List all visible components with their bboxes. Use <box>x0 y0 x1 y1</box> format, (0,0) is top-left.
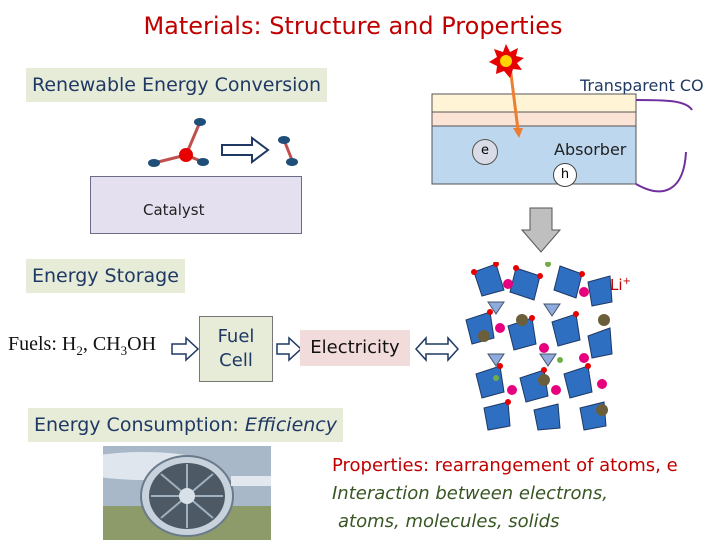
bottom-wire <box>635 151 687 193</box>
down-arrow-icon <box>520 207 562 253</box>
light-ray <box>508 65 520 131</box>
transparent-conductor-label: Transparent CO <box>580 76 704 95</box>
absorber-layer <box>431 125 637 185</box>
top-wire <box>635 99 693 111</box>
properties-text-line3: atoms, molecules, solids <box>338 511 560 532</box>
crystal-structure-image <box>465 262 613 431</box>
fuel-cell-line1: Fuel <box>217 326 255 347</box>
properties-lead: Properties: <box>332 455 430 476</box>
page-title: Materials: Structure and Properties <box>143 12 563 40</box>
right-arrow-icon <box>221 136 270 164</box>
transparent-conductor-layer <box>431 93 637 113</box>
cell-to-electricity-arrow-icon <box>276 336 303 362</box>
electron-symbol: e <box>472 139 498 165</box>
efficiency-label: Efficiency <box>244 414 337 436</box>
electricity-label: Electricity <box>300 330 410 366</box>
window-layer <box>431 111 637 127</box>
lithium-symbol: Li <box>610 276 623 294</box>
hole-symbol: h <box>553 163 577 187</box>
properties-text-line2: Interaction between electrons, <box>332 483 608 504</box>
product-molecule-icon <box>278 136 298 166</box>
fuel-cell-line2: Cell <box>219 350 253 371</box>
energy-storage-header: Energy Storage <box>26 259 185 293</box>
molecule-icon <box>148 118 209 167</box>
catalyst-label: Catalyst <box>143 201 205 219</box>
catalyst-surface: Catalyst <box>90 176 302 234</box>
jet-engine-image <box>103 446 271 540</box>
absorber-label: Absorber <box>554 140 627 159</box>
fuels-to-cell-arrow-icon <box>171 336 200 362</box>
properties-text: Properties: rearrangement of atoms, e In… <box>332 452 678 536</box>
sun-icon <box>489 44 524 78</box>
energy-consumption-header: Energy Consumption: Efficiency <box>28 408 343 442</box>
left-right-arrow-icon <box>414 336 460 362</box>
lithium-charge: + <box>622 276 631 287</box>
fuels-label: Fuels: H2, CH3OH <box>8 333 157 358</box>
fuel-cell-box: Fuel Cell <box>199 316 273 382</box>
consumption-label: Energy Consumption: <box>34 414 245 436</box>
lithium-ion-label: Li+ <box>610 276 631 294</box>
molecule-diagram <box>148 118 298 167</box>
renewable-energy-header: Renewable Energy Conversion <box>26 68 328 102</box>
properties-text-line1: rearrangement of atoms, e <box>429 455 678 476</box>
solar-cell-diagram <box>431 44 693 253</box>
